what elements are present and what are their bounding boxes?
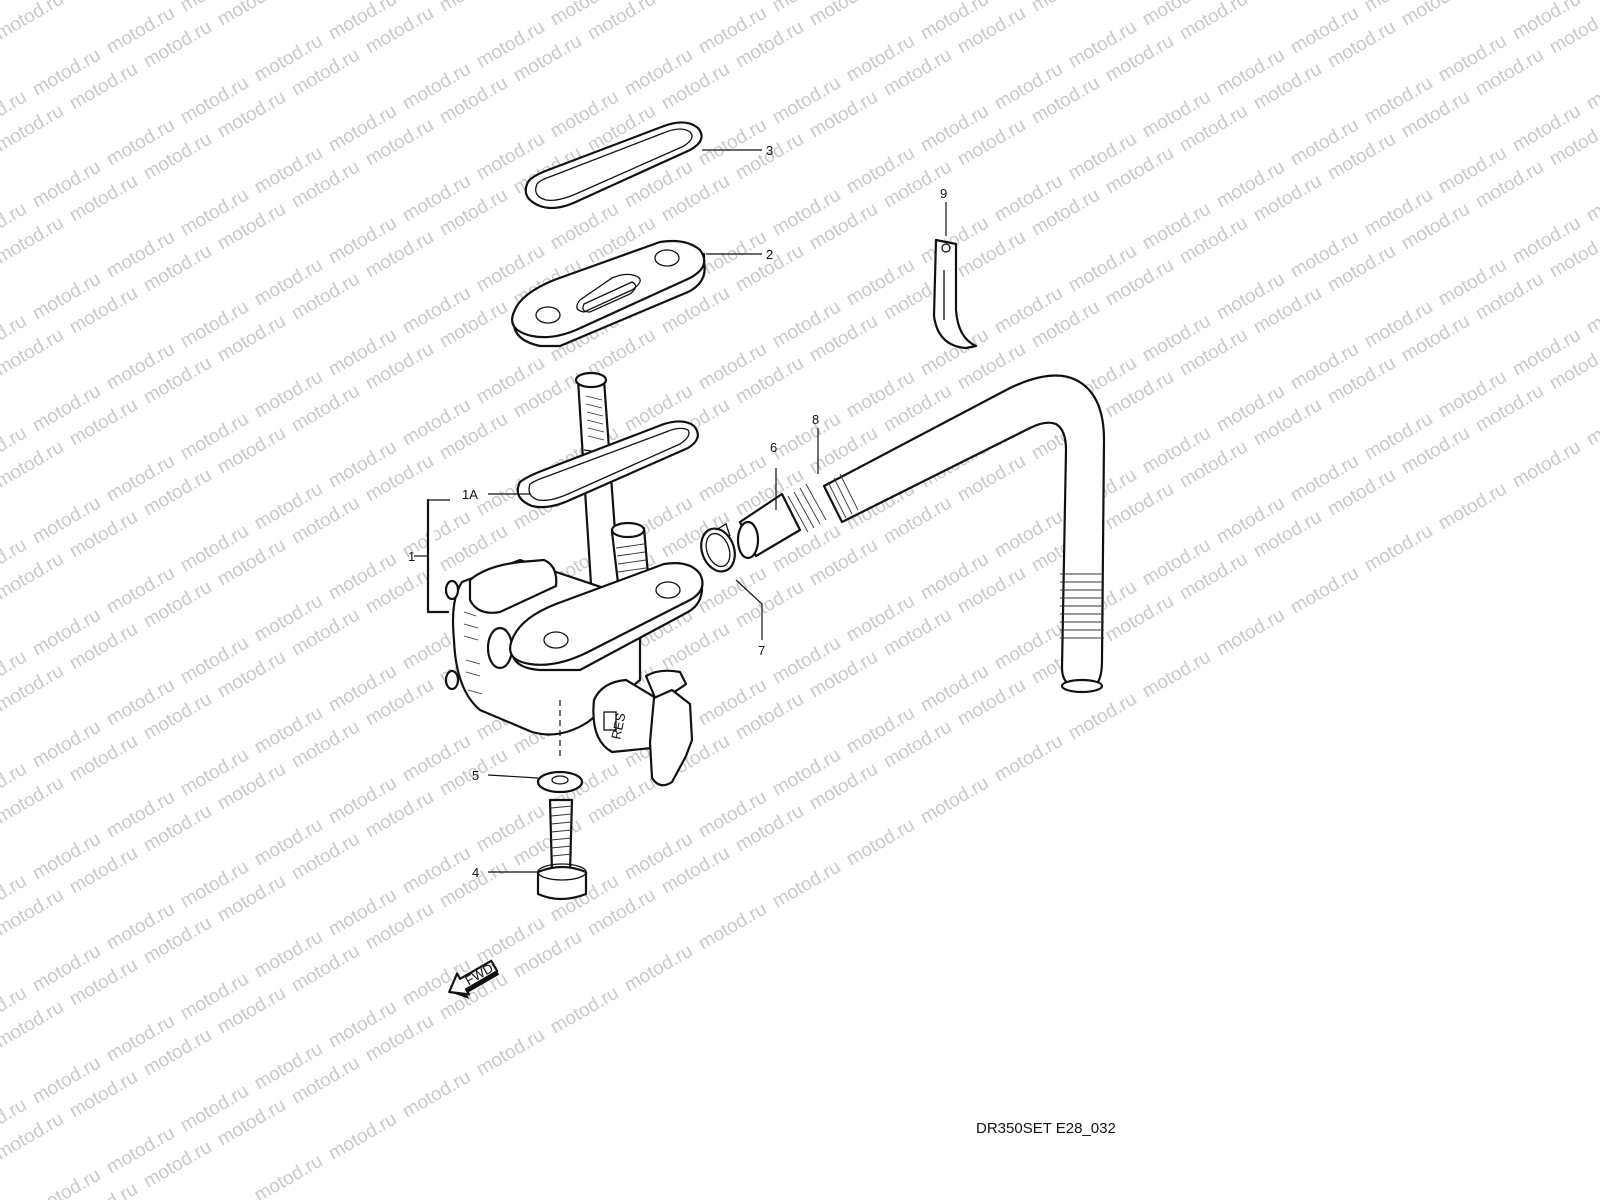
watermark-text: motod.ru xyxy=(1139,647,1214,703)
watermark-text: motod.ru xyxy=(1583,283,1600,339)
callout-9: 9 xyxy=(940,186,947,201)
watermark-text: motod.ru xyxy=(0,0,67,44)
watermark-text: motod.ru xyxy=(473,1025,548,1081)
callout-4: 4 xyxy=(472,865,479,880)
part-1-fuel-cock: RES xyxy=(414,371,704,787)
watermark-text: motod.ru xyxy=(1583,59,1600,115)
watermark-text: motod.ru xyxy=(1250,0,1325,2)
part-5-washer xyxy=(536,770,584,794)
diagram-caption: DR350SET E28_032 xyxy=(976,1120,1116,1137)
callout-7: 7 xyxy=(758,643,765,658)
watermark-text: motod.ru xyxy=(399,1067,474,1123)
callout-3: 3 xyxy=(766,143,773,158)
part-2-cushion-plate xyxy=(511,239,706,348)
part-3-gasket-ring xyxy=(524,121,703,210)
callout-5: 5 xyxy=(472,768,479,783)
watermark-text: motod.ru xyxy=(436,0,511,16)
watermark-text: motod.ru xyxy=(917,773,992,829)
watermark-text: motod.ru xyxy=(1287,563,1362,619)
watermark-text: motod.ru xyxy=(1361,521,1436,577)
callouts: 3 2 9 8 6 1A 1 7 5 4 xyxy=(408,143,947,880)
watermark-text: motod.ru xyxy=(1583,171,1600,227)
watermark-text: motod.ru xyxy=(843,815,918,871)
watermark-text: motod.ru xyxy=(1065,689,1140,745)
watermark-text: motod.ru xyxy=(769,857,844,913)
watermark-text: motod.ru xyxy=(806,0,881,30)
res-label: RES xyxy=(608,711,628,741)
watermark-text: motod.ru xyxy=(695,899,770,955)
watermark-text: motod.ru xyxy=(66,0,141,2)
watermark-text: motod.ru xyxy=(621,941,696,997)
watermark-text: motod.ru xyxy=(251,1151,326,1200)
watermark-text: motod.ru xyxy=(1213,605,1288,661)
watermark-text: motod.ru xyxy=(1398,0,1473,30)
callout-6: 6 xyxy=(770,440,777,455)
watermark-text: motod.ru xyxy=(1509,437,1584,493)
callout-8: 8 xyxy=(812,412,819,427)
watermark-text: motod.ru xyxy=(1583,395,1600,451)
part-6-nipple xyxy=(736,483,827,560)
watermark-text: motod.ru xyxy=(29,1165,104,1200)
leader-lines xyxy=(487,149,947,873)
callout-1a: 1A xyxy=(462,487,478,502)
watermark-text: motod.ru xyxy=(1583,0,1600,2)
watermark-text: motod.ru xyxy=(658,0,733,2)
watermark-text: motod.ru xyxy=(1028,0,1103,16)
part-8-fuel-hose xyxy=(822,374,1106,694)
callout-1: 1 xyxy=(408,549,415,564)
watermark-text: motod.ru xyxy=(547,983,622,1039)
part-7-clamp xyxy=(700,523,736,573)
part-9-clip xyxy=(932,238,978,350)
watermark-text: motod.ru xyxy=(991,731,1066,787)
watermark-text: motod.ru xyxy=(1435,479,1510,535)
watermark-text: motod.ru xyxy=(214,0,289,30)
watermark-text: motod.ru xyxy=(325,1109,400,1165)
callout-2: 2 xyxy=(766,247,773,262)
